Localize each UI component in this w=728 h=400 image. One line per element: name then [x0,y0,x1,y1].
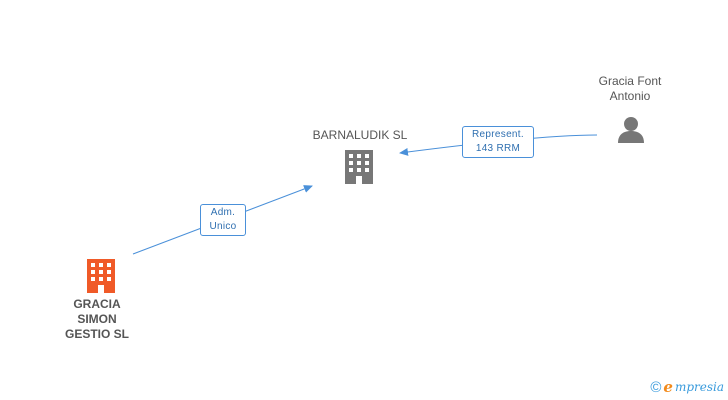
building-icon [87,259,115,293]
node-label-barnaludik[interactable]: BARNALUDIK SL [312,128,408,142]
brand-name: mpresia [674,380,724,394]
edge-label-represent: Represent. 143 RRM [462,126,534,158]
edge-label-adm: Adm. Unico [200,204,246,236]
node-label-gracia-simon[interactable]: GRACIA SIMON GESTIO SL [64,297,129,341]
copyright-icon: © [650,378,662,396]
building-icon [345,150,373,184]
person-icon [618,117,644,143]
brand-initial: e [663,378,673,396]
node-label-gracia-font[interactable]: Gracia Font Antonio [598,74,662,103]
